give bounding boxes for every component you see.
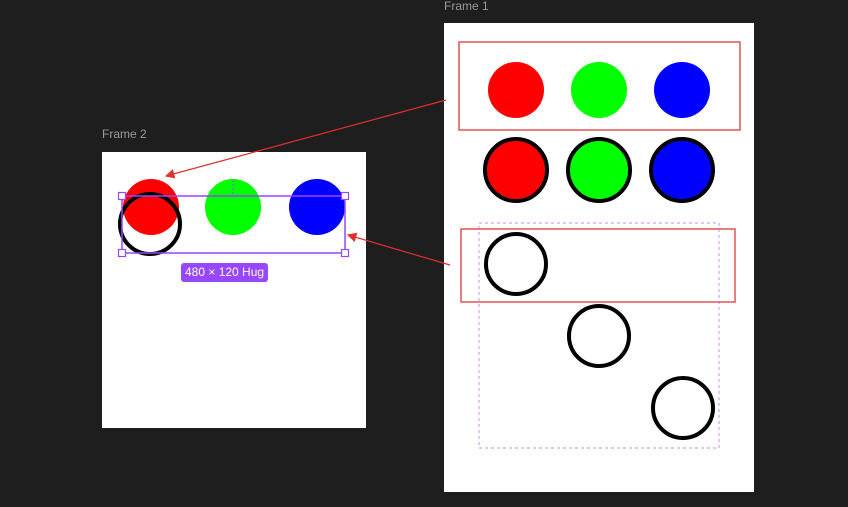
frame1-label[interactable]: Frame 1 [444, 0, 489, 13]
frame1[interactable] [444, 23, 754, 492]
frame2[interactable] [102, 152, 366, 428]
frame2-label[interactable]: Frame 2 [102, 127, 147, 141]
size-badge: 480 × 120 Hug [181, 263, 269, 282]
